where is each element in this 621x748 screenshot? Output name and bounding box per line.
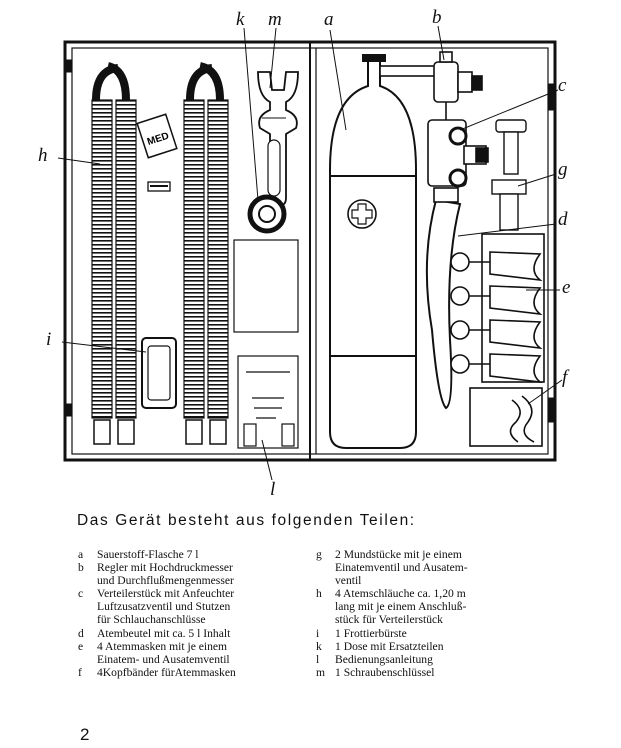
callout-c: c (558, 75, 567, 96)
case-outline (63, 40, 557, 462)
part-item-a: a Sauerstoff-Flasche 7 l (78, 548, 328, 561)
spare-parts-tin (247, 194, 287, 234)
callout-f: f (562, 367, 568, 388)
part-description: 2 Mundstücke mit je einem Einatemventil … (335, 548, 468, 588)
part-item-f: f 4Kopfbänder fürAtemmasken (78, 666, 328, 679)
part-item-d: d Atembeutel mit ca. 5 l Inhalt (78, 627, 328, 640)
callout-a: a (324, 9, 334, 30)
part-item-k: k 1 Dose mit Ersatzteilen (316, 640, 566, 653)
breathing-masks (450, 233, 545, 384)
parts-heading: Das Gerät besteht aus folgenden Teilen: (77, 512, 416, 529)
part-item-c: c Verteilerstück mit Anfeuchter Luftzusat… (78, 587, 328, 626)
hose-2 (106, 62, 137, 445)
part-letter: e (78, 639, 84, 653)
callout-g: g (558, 159, 568, 180)
callout-d: d (558, 209, 568, 230)
apparatus-figure: MED (38, 7, 571, 500)
callout-e: e (562, 277, 571, 298)
part-item-h: h 4 Atemschläuche ca. 1,20 m lang mit je … (316, 587, 566, 626)
part-letter: g (316, 548, 322, 561)
callout-m: m (268, 9, 282, 30)
part-description: Bedienungsanleitung (335, 652, 433, 666)
breathing-bag (425, 187, 462, 410)
part-item-e: e 4 Atemmasken mit je einem Einatem- und … (78, 640, 328, 666)
part-item-m: m 1 Schraubenschlüssel (316, 666, 566, 679)
callout-b: b (432, 7, 442, 28)
page-number: 2 (80, 725, 90, 744)
mouthpieces (491, 119, 527, 231)
hose-3 (183, 64, 213, 445)
part-letter: h (316, 587, 322, 601)
part-description: 4 Atemschläuche ca. 1,20 m lang mit je e… (335, 587, 467, 627)
logo-badge: MED (136, 113, 178, 192)
mask-1 (450, 251, 543, 282)
mask-4 (450, 353, 543, 384)
part-letter: a (78, 548, 84, 561)
part-letter: m (316, 665, 326, 679)
mask-2 (450, 285, 543, 316)
part-letter: b (78, 561, 84, 575)
hose-4 (198, 62, 229, 445)
brush (141, 337, 177, 409)
part-description: 1 Frottierbürste (335, 626, 407, 640)
part-description: 4Kopfbänder fürAtemmasken (97, 665, 236, 679)
apparatus-drawing: MED (57, 25, 563, 481)
part-item-i: i 1 Frottierbürste (316, 627, 566, 640)
parts-list-right: g 2 Mundstücke mit je einem Einatemventil… (316, 548, 566, 679)
part-description: Atembeutel mit ca. 5 l Inhalt (97, 626, 231, 640)
part-description: 1 Schraubenschlüssel (335, 665, 435, 679)
part-description: 4 Atemmasken mit je einem Einatem- und A… (97, 639, 230, 666)
part-letter: l (316, 652, 320, 666)
breathing-hoses (91, 62, 229, 445)
part-letter: k (316, 639, 322, 653)
hose-1 (91, 64, 119, 445)
part-description: 1 Dose mit Ersatzteilen (335, 639, 444, 653)
callout-l: l (270, 479, 276, 500)
callout-k: k (236, 9, 245, 30)
instruction-panels (233, 239, 299, 449)
head-strap-box (469, 387, 543, 447)
part-item-b: b Regler mit Hochdruckmesser und Durchflu… (78, 561, 328, 587)
leader-lines (57, 25, 563, 481)
regulator (379, 51, 483, 122)
distributor (427, 119, 489, 188)
part-description: Verteilerstück mit Anfeuchter Luftzusatz… (97, 587, 235, 627)
part-item-g: g 2 Mundstücke mit je einem Einatemventil… (316, 548, 566, 587)
oxygen-cylinder (329, 54, 417, 449)
part-letter: c (78, 587, 84, 601)
wrench (257, 71, 299, 207)
part-letter: d (78, 626, 84, 640)
part-letter: i (316, 626, 320, 640)
part-description: Sauerstoff-Flasche 7 l (97, 548, 199, 561)
mask-3 (450, 319, 543, 350)
callout-i: i (46, 329, 52, 350)
callout-h: h (38, 145, 48, 166)
part-letter: f (78, 665, 82, 679)
part-description: Regler mit Hochdruckmesser und Durchfluß… (97, 561, 234, 588)
part-item-l: l Bedienungsanleitung (316, 653, 566, 666)
parts-list-left: a Sauerstoff-Flasche 7 l b Regler mit Hoch… (78, 548, 328, 679)
